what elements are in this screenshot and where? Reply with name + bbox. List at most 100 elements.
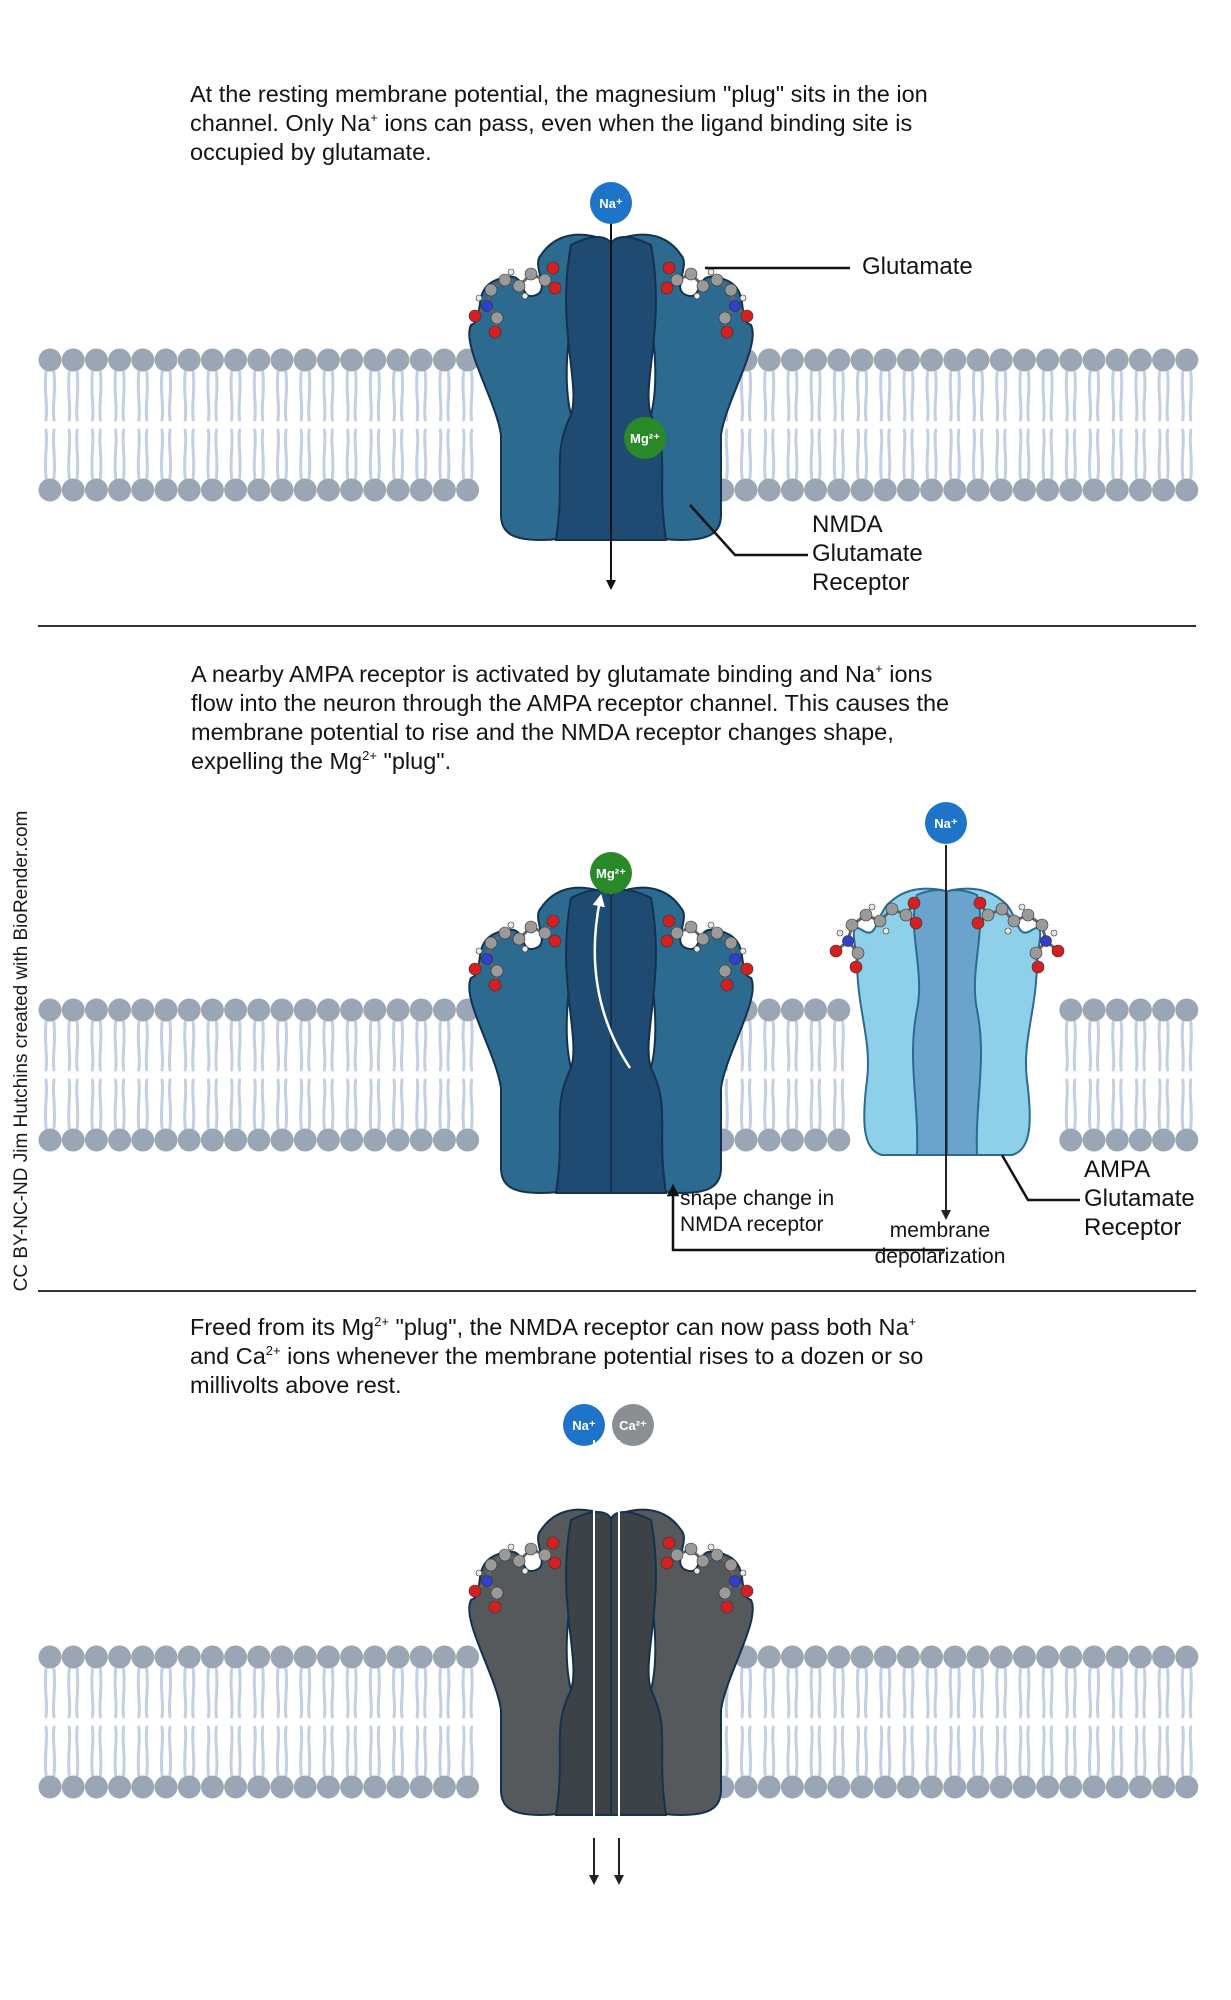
lipid-tail	[809, 1020, 822, 1072]
lipid-head	[1059, 348, 1083, 372]
lipid-tail	[1157, 1725, 1170, 1777]
atom	[720, 1600, 734, 1614]
atom	[849, 960, 863, 974]
lipid-tail	[136, 1725, 149, 1777]
lipid-tail	[461, 428, 474, 480]
lipid-tail	[275, 1078, 289, 1130]
lipid-tail	[345, 1667, 358, 1719]
lipid-head	[896, 1775, 920, 1799]
lipid-tail	[1111, 1078, 1124, 1130]
mg-ion-circle	[590, 852, 632, 894]
atom	[488, 978, 502, 992]
lipid-head	[293, 478, 317, 502]
lipid-head	[270, 1128, 294, 1152]
caption-line: expelling the Mg2+ "plug".	[191, 748, 452, 774]
lipid-head	[270, 478, 294, 502]
atom	[498, 1548, 512, 1562]
lipid-head	[154, 1128, 178, 1152]
atom	[670, 273, 684, 287]
lipid-tail	[368, 1020, 381, 1072]
atom	[684, 267, 698, 281]
atom	[1021, 908, 1035, 922]
lipid-head	[827, 998, 851, 1022]
lipid-tail	[739, 1020, 753, 1072]
lipid-tail	[90, 1667, 103, 1719]
lipid-tail	[763, 428, 776, 480]
atom	[718, 311, 732, 325]
lipid-head	[363, 1775, 387, 1799]
panel-divider	[38, 1290, 1196, 1292]
atom	[546, 1536, 560, 1550]
atom	[707, 1543, 715, 1551]
lipid-head	[966, 478, 990, 502]
lipid-tail	[159, 1667, 173, 1719]
mg-ion: Mg²⁺	[590, 852, 632, 894]
lipid-head	[1152, 1128, 1176, 1152]
lipid-tail	[995, 428, 1008, 480]
caption-line: At the resting membrane potential, the m…	[190, 81, 928, 107]
lipid-tail	[345, 1020, 358, 1072]
lipid-head	[200, 998, 224, 1022]
lipid-tail	[1041, 1667, 1054, 1719]
channel-subunit-right-group	[946, 889, 983, 1156]
lipid-tail	[67, 1020, 80, 1072]
lipid-tail	[763, 1078, 776, 1130]
lipid-tail	[763, 1667, 776, 1719]
lipid-tail	[183, 1725, 196, 1777]
lipid-head	[61, 998, 85, 1022]
atom	[1050, 929, 1058, 937]
lipid-tail	[322, 370, 335, 422]
lipid-tail	[391, 1725, 405, 1777]
lipid-tail	[461, 370, 474, 422]
lipid-tail	[832, 370, 845, 422]
lipid-head	[1128, 998, 1152, 1022]
lipid-head	[386, 1775, 410, 1799]
lipid-tail	[1134, 1078, 1147, 1130]
glutamate-molecule	[971, 896, 1065, 974]
lipid-head	[1036, 1645, 1060, 1669]
lipid-head	[432, 1775, 456, 1799]
lipid-tail	[391, 1078, 405, 1130]
lipid-tail	[1134, 1725, 1147, 1777]
lipid-head	[734, 1775, 758, 1799]
atom	[548, 934, 562, 948]
lipid-tail	[67, 1078, 80, 1130]
lipid-head	[316, 1645, 340, 1669]
lipid-tail	[739, 1078, 753, 1130]
lipid-head	[131, 1645, 155, 1669]
atom	[845, 918, 859, 932]
lipid-tail	[391, 1667, 405, 1719]
lipid-head	[270, 1775, 294, 1799]
lipid-tail	[252, 1020, 265, 1072]
lipid-tail	[763, 370, 776, 422]
atom	[873, 914, 887, 928]
atom	[739, 294, 747, 302]
lipid-tail	[1064, 1667, 1077, 1719]
lipid-head	[780, 348, 804, 372]
lipid-tail	[1111, 370, 1124, 422]
label-line: membrane	[889, 1219, 991, 1242]
lipid-head	[131, 478, 155, 502]
atom	[546, 914, 560, 928]
lipid-head	[270, 348, 294, 372]
lipid-tail	[832, 1725, 845, 1777]
lipid-head	[409, 348, 433, 372]
channel-subunit-right	[946, 889, 983, 1156]
ca-ion-circle	[612, 1404, 654, 1446]
mg-expel-arrow	[592, 893, 632, 1069]
atom	[521, 945, 529, 953]
lipid-head	[1059, 1775, 1083, 1799]
lipid-tail	[391, 428, 405, 480]
atom	[490, 311, 504, 325]
atom	[1004, 927, 1012, 935]
lipid-head	[363, 1128, 387, 1152]
lipid-head	[966, 1775, 990, 1799]
lipid-head	[989, 348, 1013, 372]
atom	[739, 947, 747, 955]
lipid-tail	[368, 428, 381, 480]
ampa-receptor-label: AMPA Glutamate Receptor	[1084, 1155, 1195, 1242]
lipid-tail	[902, 1725, 915, 1777]
lipid-head	[1175, 998, 1199, 1022]
lipid-tail	[461, 1725, 474, 1777]
lipid-head	[247, 998, 271, 1022]
